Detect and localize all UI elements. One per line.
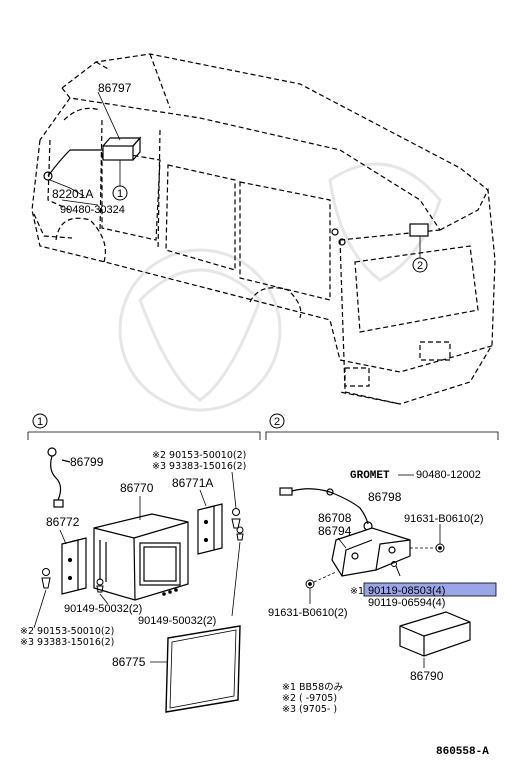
label-91631-top: 91631-B0610(2)	[404, 513, 484, 525]
label-86770: 86770	[120, 481, 154, 495]
diagram-code: 860558-A	[436, 746, 489, 758]
bolt-91631-top	[435, 543, 445, 553]
van-body	[31, 53, 496, 405]
footnotes: ※1 BB58のみ ※2 ( -9705) ※3 (9705- )	[282, 682, 343, 715]
label-86775: 86775	[112, 655, 146, 669]
label-90119-08503[interactable]: 90119-08503(4)	[368, 585, 445, 597]
label-82201a: 82201A	[52, 187, 93, 201]
label-90480-30324: 90480-30324	[60, 204, 125, 216]
part-86775-sheet	[165, 625, 241, 713]
label-86708: 86708	[318, 511, 352, 525]
bolt-upper-right	[231, 508, 241, 529]
label-90119-06594: 90119-06594(4)	[368, 597, 445, 609]
bolt-91631-bottom	[305, 579, 315, 589]
section-2: 2 GROMET 90480-12002 86798 86708 86794	[265, 413, 499, 683]
section-1: 1 86799 86770 86	[20, 413, 261, 713]
label-91631-bottom: 91631-B0610(2)	[268, 607, 348, 619]
footnote-2: ※2 ( -9705)	[282, 693, 337, 704]
part-86772-bracket	[61, 537, 87, 595]
label-86771a: 86771A	[172, 476, 213, 490]
footnote-3: ※3 (9705- )	[282, 704, 337, 715]
note-90153-top: ※2 90153-50010(2)	[152, 450, 246, 461]
callout-2-van: 2	[412, 257, 428, 273]
note-93383-top: ※3 93383-15016(2)	[152, 461, 246, 472]
van-leaders	[49, 91, 421, 258]
section-2-marker: 2	[274, 416, 280, 428]
watermark-emblem	[118, 162, 442, 412]
label-86799: 86799	[70, 455, 104, 469]
note-93383-bottom: ※3 93383-15016(2)	[20, 637, 114, 648]
label-86790: 86790	[410, 669, 444, 683]
van-interior-parts	[43, 136, 429, 246]
callout-1-van: 1	[112, 185, 128, 201]
part-86790-box	[399, 611, 471, 657]
svg-text:1: 1	[117, 188, 123, 200]
part-86771a-bracket	[197, 503, 223, 555]
label-gromet: GROMET	[350, 470, 390, 482]
label-86794: 86794	[318, 524, 352, 538]
note-90153-bottom: ※2 90153-50010(2)	[20, 626, 114, 637]
label-86798: 86798	[368, 490, 402, 504]
footnote-1: ※1 BB58のみ	[282, 682, 343, 693]
mark-90119-08503: ※1	[350, 586, 364, 597]
bolt-lower-right	[236, 526, 244, 541]
section-1-marker: 1	[37, 416, 43, 428]
part-86794-bracket	[331, 527, 411, 577]
label-90480-12002: 90480-12002	[416, 469, 481, 481]
part-86799-cable	[47, 447, 71, 508]
label-86797: 86797	[98, 81, 132, 95]
label-86772: 86772	[46, 515, 80, 529]
svg-text:2: 2	[417, 260, 423, 272]
label-90149-left: 90149-50032(2)	[64, 603, 142, 615]
bolt-left	[41, 568, 51, 589]
label-90149-right: 90149-50032(2)	[138, 615, 216, 627]
highlight-90119-08503	[363, 582, 497, 597]
part-86770-monitor	[93, 513, 189, 601]
screws-90119	[391, 561, 401, 577]
bolt-left-lower	[96, 578, 104, 593]
